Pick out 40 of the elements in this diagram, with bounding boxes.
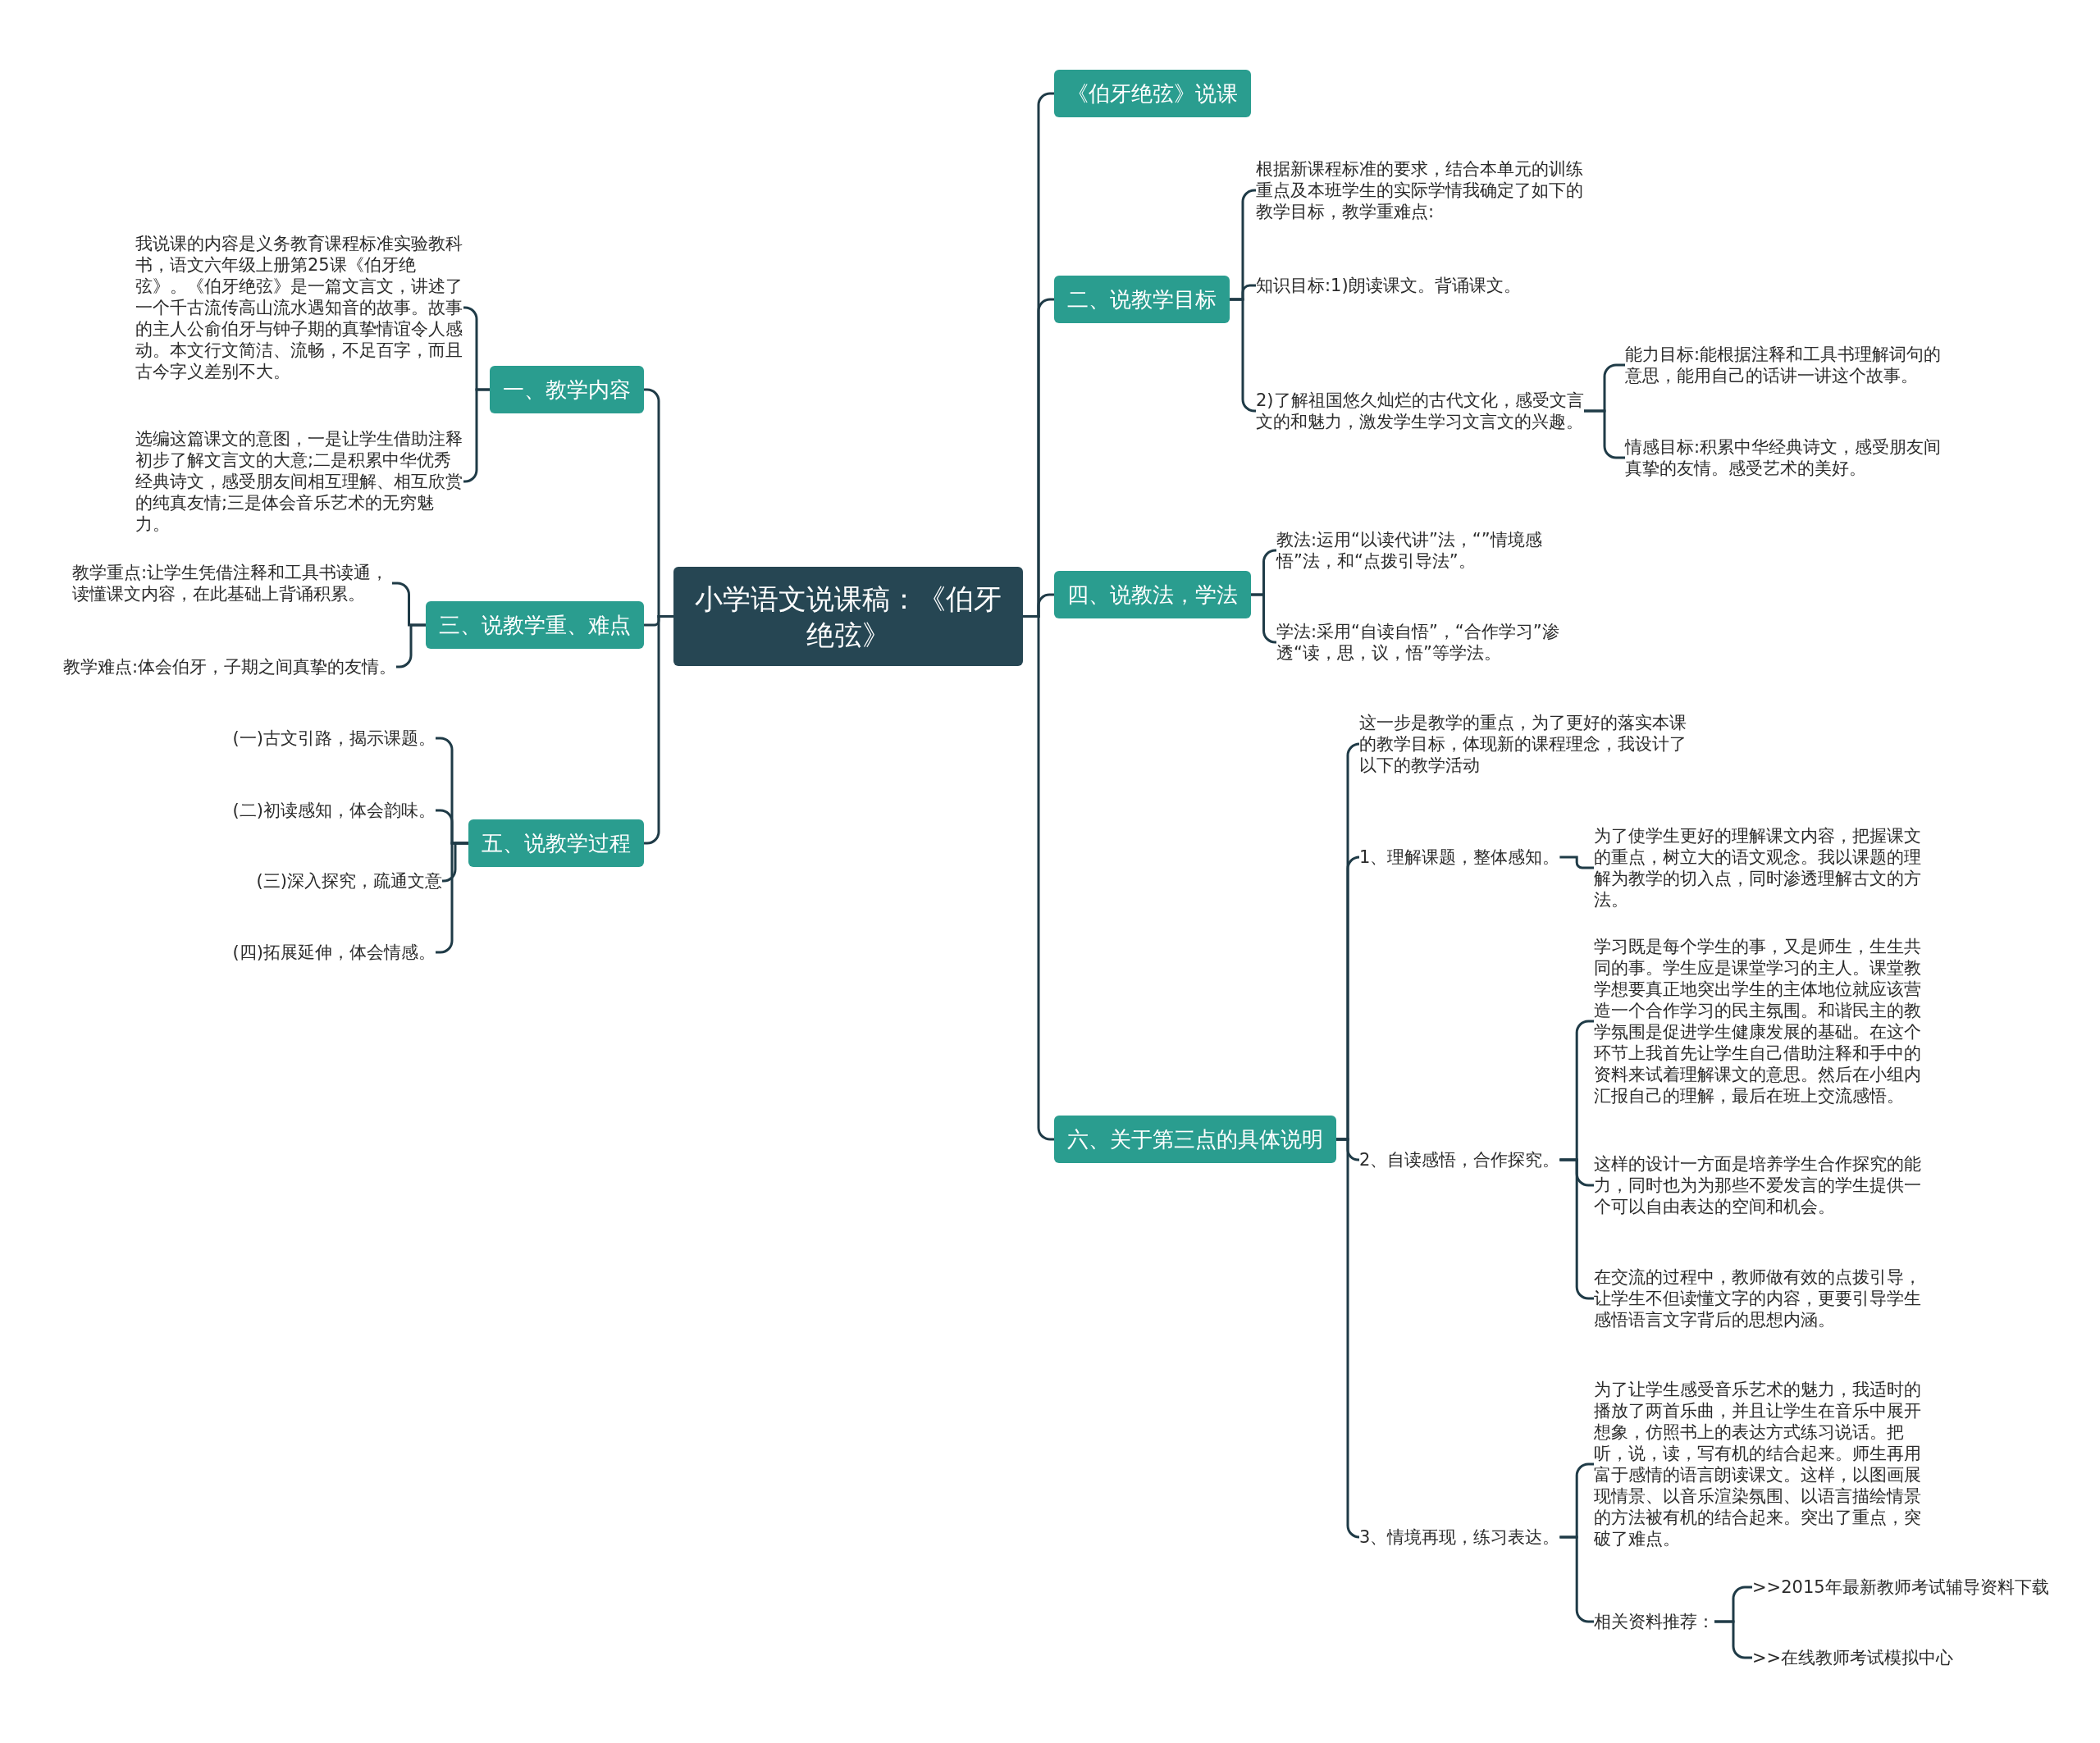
text-note: 学法:采用“自读自悟”，“合作学习”渗透“读，思，议，悟”等学法。	[1276, 621, 1596, 664]
text-note: 这一步是教学的重点，为了更好的落实本课的教学目标，体现新的课程理念，我设计了以下的教学活动	[1359, 712, 1687, 776]
text-note: 为了使学生更好的理解课文内容，把握课文的重点，树立大的语文观念。我以课题的理解为教学的切入点，同时渗透理解古文的方法。	[1594, 825, 1922, 910]
text-note: 选编这篇课文的意图，一是让学生借助注释初步了解文言文的大意;二是积累中华优秀经典诗文，感受朋友间相互理解、相互欣赏的纯真友情;三是体会音乐艺术的无穷魅力。	[135, 428, 463, 535]
connector-line	[1714, 1620, 1752, 1659]
text-note: 能力目标:能根据注释和工具书理解词句的意思，能用自己的话讲一讲这个故事。	[1625, 344, 1945, 386]
text-note: 教学难点:体会伯牙，子期之间真挚的友情。	[62, 656, 396, 678]
text-note: 根据新课程标准的要求，结合本单元的训练重点及本班学生的实际学情我确定了如下的教学目标，教学重难点:	[1256, 158, 1584, 222]
text-note: >>在线教师考试模拟中心	[1752, 1647, 1954, 1668]
topic-box: 《伯牙绝弦》说课	[1054, 70, 1251, 117]
text-note: 知识目标:1)朗读课文。背诵课文。	[1256, 275, 1521, 296]
text-note: 相关资料推荐：	[1594, 1611, 1714, 1632]
text-note: 为了让学生感受音乐艺术的魅力，我适时的播放了两首乐曲，并且让学生在音乐中展开想象，仿照书上的表达方式练习说话。把听，说，读，写有机的结合起来。师生再用富于感情的语言朗读课文。这样，以图画展现情景、以音乐渲染氛围、以语言描绘情景的方法被有机的结合起来。突出了重点，突破了难点。	[1594, 1379, 1922, 1549]
topic-box: 四、说教法，学法	[1054, 571, 1251, 618]
text-note: 教学重点:让学生凭借注释和工具书读通，读懂课文内容，在此基础上背诵积累。	[72, 562, 392, 605]
text-note: 这样的设计一方面是培养学生合作探究的能力，同时也为为那些不爱发言的学生提供一个可以自由表达的空间和机会。	[1594, 1153, 1922, 1217]
text-note: 2)了解祖国悠久灿烂的古代文化，感受文言文的和魅力，激发学生学习文言文的兴趣。	[1256, 390, 1584, 432]
topic-box: 五、说教学过程	[468, 819, 644, 867]
topic-box: 二、说教学目标	[1054, 276, 1230, 323]
connector-line	[1336, 1138, 1361, 1539]
central-topic-box: 小学语文说课稿：《伯牙绝弦》	[673, 567, 1023, 666]
text-note: (一)古文引路，揭示课题。	[232, 728, 436, 749]
text-note: 2、自读感悟，合作探究。	[1359, 1149, 1560, 1170]
text-note: (三)深入探究，疏通文意	[256, 870, 442, 892]
connector-line	[396, 623, 426, 668]
text-note: 教法:运用“以读代讲”法，“”情境感悟”法，和“点拨引导法”。	[1276, 529, 1596, 572]
text-note: 1、理解课题，整体感知。	[1359, 846, 1560, 868]
topic-box: 三、说教学重、难点	[426, 601, 644, 649]
text-note: 情感目标:积累中华经典诗文，感受朋友间真挚的友情。感受艺术的美好。	[1625, 436, 1945, 479]
text-note: 学习既是每个学生的事，又是师生，生生共同的事。学生应是课堂学习的主人。课堂教学想要真正地突出学生的主体地位就应该营造一个合作学习的民主氛围。和谐民主的教学氛围是促进学生健康发展的基础。在这个环节上我首先让学生自己借助注释和手中的资料来试着理解课文的意思。然后在小组内汇报自己的理解，最后在班上交流感悟。	[1594, 936, 1922, 1106]
text-note: 在交流的过程中，教师做有效的点拨引导，让学生不但读懂文字的内容，更要引导学生感悟语言文字背后的思想内涵。	[1594, 1266, 1922, 1330]
text-note: 我说课的内容是义务教育课程标准实验教科书，语文六年级上册第25课《伯牙绝弦》。《伯牙绝弦》是一篇文言文，讲述了一个千古流传高山流水遇知音的故事。故事的主人公俞伯牙与钟子期的真挚情谊令人感动。本文行文简洁、流畅，不足百字，而且古今字义差别不大。	[135, 233, 463, 382]
topic-box: 六、关于第三点的具体说明	[1054, 1116, 1336, 1163]
connector-line	[1251, 593, 1277, 644]
text-note: (四)拓展延伸，体会情感。	[232, 942, 436, 963]
text-note: (二)初读感知，体会韵味。	[232, 800, 436, 821]
text-note: >>2015年最新教师考试辅导资料下载	[1752, 1576, 2049, 1598]
topic-box: 一、教学内容	[490, 366, 644, 413]
connector-line	[1559, 856, 1594, 869]
text-note: 3、情境再现，练习表达。	[1359, 1526, 1560, 1548]
